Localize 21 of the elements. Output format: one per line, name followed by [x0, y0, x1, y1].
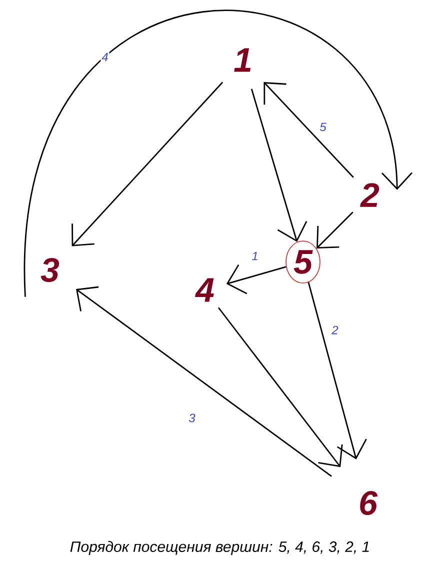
arrow — [226, 264, 286, 294]
caption: Порядок посещения вершин: 5, 4, 6, 3, 2, 1 — [70, 541, 369, 555]
arrow — [72, 82, 224, 246]
arrow — [308, 282, 367, 460]
arrow — [76, 286, 332, 477]
edge-label: 5 — [318, 122, 328, 132]
vertex-number: 3 — [40, 258, 60, 282]
vertex-number: 4 — [194, 278, 214, 302]
edge-label: 4 — [100, 52, 110, 62]
arrow — [218, 307, 343, 468]
arrow — [250, 88, 308, 242]
arrow — [316, 212, 354, 248]
edge-label: 3 — [188, 412, 196, 424]
vertex-number: 2 — [360, 183, 380, 207]
vertex-number: 6 — [360, 490, 378, 516]
arrow — [264, 82, 354, 178]
edge-label: 1 — [250, 250, 260, 262]
vertex-number: 5 — [286, 240, 320, 284]
arrow — [24, 11, 412, 297]
vertex-number: 1 — [234, 48, 251, 72]
edge-label: 2 — [330, 324, 340, 336]
